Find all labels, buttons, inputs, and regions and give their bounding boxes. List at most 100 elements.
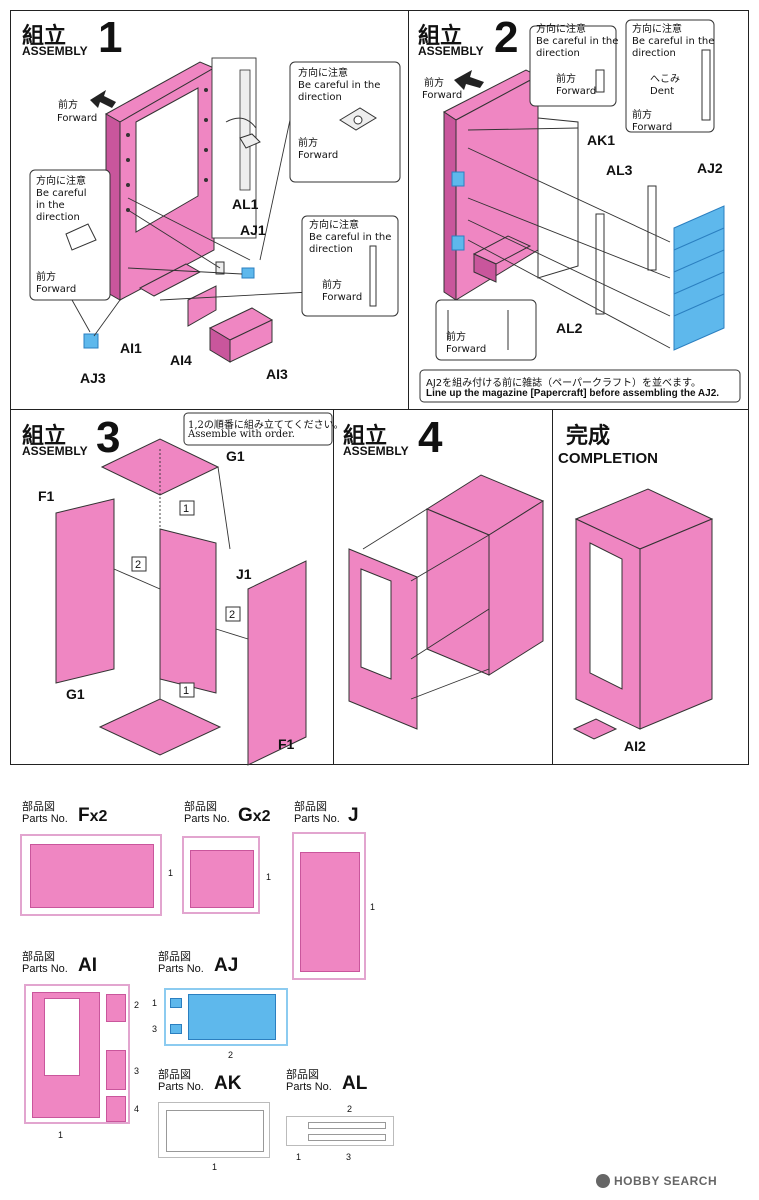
parts-g-sprue — [182, 836, 260, 914]
dent-en: Dent — [650, 86, 675, 97]
forward-label-1a-jp: 前方 — [58, 100, 78, 111]
parts-g-code: Gx2 — [238, 805, 271, 826]
parts-aj-header-en: Parts No. — [158, 963, 204, 975]
parts-g-header-en: Parts No. — [184, 813, 230, 825]
parts-f-header-en: Parts No. — [22, 813, 68, 825]
part-label-ai2: AI2 — [624, 738, 646, 754]
forward-1d-en: Forward — [36, 284, 77, 295]
completion-title-en: COMPLETION — [558, 450, 658, 467]
parts-al-num-3: 3 — [346, 1152, 352, 1162]
order-mark-1b: 1 — [183, 685, 190, 697]
parts-aj-num-3: 3 — [152, 1024, 158, 1034]
parts-ai-piece-3 — [106, 1050, 126, 1090]
parts-f-code: Fx2 — [78, 805, 108, 826]
parts-g-header-jp: 部品図 — [184, 800, 217, 813]
forward-2c-jp: 前方 — [632, 110, 652, 121]
parts-f-sprue — [20, 834, 162, 916]
forward-1b-jp: 前方 — [298, 138, 318, 149]
parts-f-header-jp: 部品図 — [22, 800, 55, 813]
step-4-diagram — [348, 474, 545, 730]
careful-2b-en1: Be careful in the — [632, 36, 715, 47]
step-2-number: 2 — [494, 13, 519, 62]
hobby-search-watermark: HOBBY SEARCH — [614, 1174, 718, 1188]
parts-al-num-1: 1 — [296, 1152, 302, 1162]
parts-ai-num-2: 2 — [134, 1000, 140, 1010]
parts-al-strip-2 — [308, 1122, 386, 1129]
step-2-title-en: ASSEMBLY — [418, 44, 484, 58]
careful-2a-en1: Be careful in the — [536, 36, 619, 47]
parts-j-header-en: Parts No. — [294, 813, 340, 825]
part-label-aj1: AJ1 — [240, 222, 266, 238]
forward-1c-jp: 前方 — [322, 280, 342, 291]
part-label-f1-left: F1 — [38, 488, 55, 504]
parts-ai-num-3: 3 — [134, 1066, 140, 1076]
part-label-f1-right: F1 — [278, 736, 295, 752]
completion-panel — [552, 409, 749, 765]
forward-2b-jp: 前方 — [556, 74, 576, 85]
completion-title-jp: 完成 — [566, 424, 611, 449]
step-3-diagram — [55, 412, 333, 766]
careful-1b-jp: 方向に注意 — [309, 220, 359, 231]
careful-1c-en2: in the — [36, 200, 65, 211]
completion-diagram — [572, 488, 714, 740]
forward-1d-jp: 前方 — [36, 272, 56, 283]
parts-ai-piece-2 — [106, 994, 126, 1022]
parts-al-num-2: 2 — [347, 1104, 353, 1114]
parts-j-num: 1 — [370, 902, 376, 912]
step-4-title-en: ASSEMBLY — [343, 444, 409, 458]
aj2-note-jp: AJ2を組み付ける前に雑誌（ペーパークラフト）を並べます。 — [426, 378, 702, 389]
careful-1b-en2: direction — [309, 244, 353, 255]
frame-ai1-shape — [104, 61, 216, 301]
aj2-note-en: Line up the magazine [Papercraft] before… — [426, 388, 720, 399]
careful-1c-jp: 方向に注意 — [36, 176, 86, 187]
parts-ak-piece — [166, 1110, 264, 1152]
parts-ai-header-en: Parts No. — [22, 963, 68, 975]
parts-j-code: J — [348, 805, 359, 826]
parts-ai-code: AI — [78, 955, 97, 976]
parts-j-piece — [300, 852, 360, 972]
part-label-al1: AL1 — [232, 196, 259, 212]
parts-aj-num-2: 2 — [228, 1050, 234, 1060]
forward-1b-en: Forward — [298, 150, 339, 161]
careful-2b-en2: direction — [632, 48, 676, 59]
step-4-number: 4 — [418, 413, 443, 462]
step-3-number: 3 — [96, 413, 121, 462]
forward-2c-en: Forward — [632, 122, 673, 133]
step-1-title-en: ASSEMBLY — [22, 44, 88, 58]
part-label-j1: J1 — [236, 566, 252, 582]
forward-2a-jp: 前方 — [424, 78, 444, 89]
step-3-title-jp: 組立 — [22, 424, 67, 449]
careful-1a-en1: Be careful in the — [298, 80, 381, 91]
parts-g-num: 1 — [266, 872, 272, 882]
parts-ak-code: AK — [214, 1073, 242, 1094]
parts-al-header-jp: 部品図 — [286, 1068, 319, 1081]
part-label-aj3: AJ3 — [80, 370, 106, 386]
parts-ai-num-4: 4 — [134, 1104, 140, 1114]
parts-ai-header-jp: 部品図 — [22, 950, 55, 963]
parts-g-piece — [190, 850, 254, 908]
order-note-en: Assemble with order. — [188, 429, 295, 440]
parts-al-sprue — [286, 1116, 394, 1146]
parts-ak-num: 1 — [212, 1162, 218, 1172]
careful-1b-en1: Be careful in the — [309, 232, 392, 243]
step-1-diagram — [29, 57, 401, 363]
parts-al-strip-3 — [308, 1134, 386, 1141]
part-label-ai3: AI3 — [266, 366, 288, 382]
parts-aj-num-1: 1 — [152, 998, 158, 1008]
step-1-number: 1 — [98, 13, 123, 62]
order-note-jp: 1,2の順番に組み立ててください。 — [188, 420, 344, 431]
parts-aj-piece-1 — [170, 998, 182, 1008]
part-label-ai4: AI4 — [170, 352, 192, 368]
parts-ai-piece-4 — [106, 1096, 126, 1122]
parts-ak-sprue — [158, 1102, 270, 1158]
part-label-aj2: AJ2 — [697, 160, 723, 176]
careful-2a-jp: 方向に注意 — [536, 24, 586, 35]
careful-1a-jp: 方向に注意 — [298, 68, 348, 79]
parts-f-num: 1 — [168, 868, 174, 878]
forward-2d-en: Forward — [446, 344, 487, 355]
careful-1c-en3: direction — [36, 212, 80, 223]
parts-aj-code: AJ — [214, 955, 239, 976]
parts-j-sprue — [292, 832, 366, 980]
forward-2b-en: Forward — [556, 86, 597, 97]
careful-2a-en2: direction — [536, 48, 580, 59]
